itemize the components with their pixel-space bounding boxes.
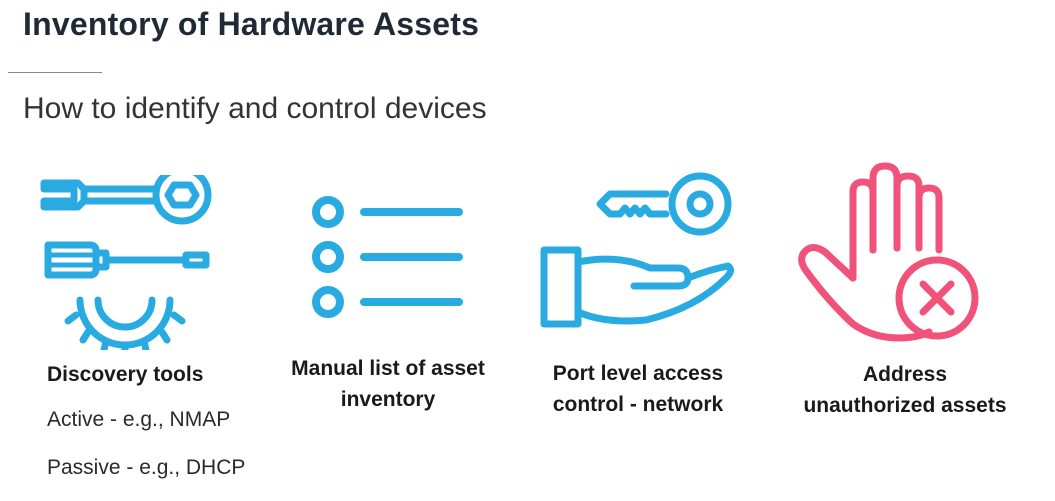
- discovery-passive-text: Passive - e.g., DHCP: [47, 456, 246, 479]
- port-access-label-line2: control - network: [552, 393, 724, 416]
- manual-list-label-line1: Manual list of asset: [291, 357, 485, 380]
- manual-list-label-line2: inventory: [340, 388, 436, 411]
- discovery-active-text: Active - e.g., NMAP: [47, 408, 231, 431]
- port-access-label: Port level access control - network: [520, 358, 756, 420]
- stop-hand-icon: [795, 158, 985, 343]
- page-subtitle: How to identify and control devices: [23, 92, 487, 125]
- page-title: Inventory of Hardware Assets: [23, 6, 480, 42]
- address-unauthorized-label-line2: unauthorized assets: [803, 394, 1007, 417]
- list-icon: [306, 190, 471, 325]
- discovery-tools-label: Discovery tools: [47, 363, 204, 386]
- title-divider: [8, 72, 102, 73]
- key-hand-icon: [538, 172, 738, 332]
- address-unauthorized-label: Address unauthorized assets: [780, 359, 1030, 421]
- port-access-label-line1: Port level access: [552, 362, 724, 385]
- address-unauthorized-label-line1: Address: [862, 363, 948, 386]
- manual-list-label: Manual list of asset inventory: [270, 353, 506, 415]
- tools-icon: [40, 175, 215, 350]
